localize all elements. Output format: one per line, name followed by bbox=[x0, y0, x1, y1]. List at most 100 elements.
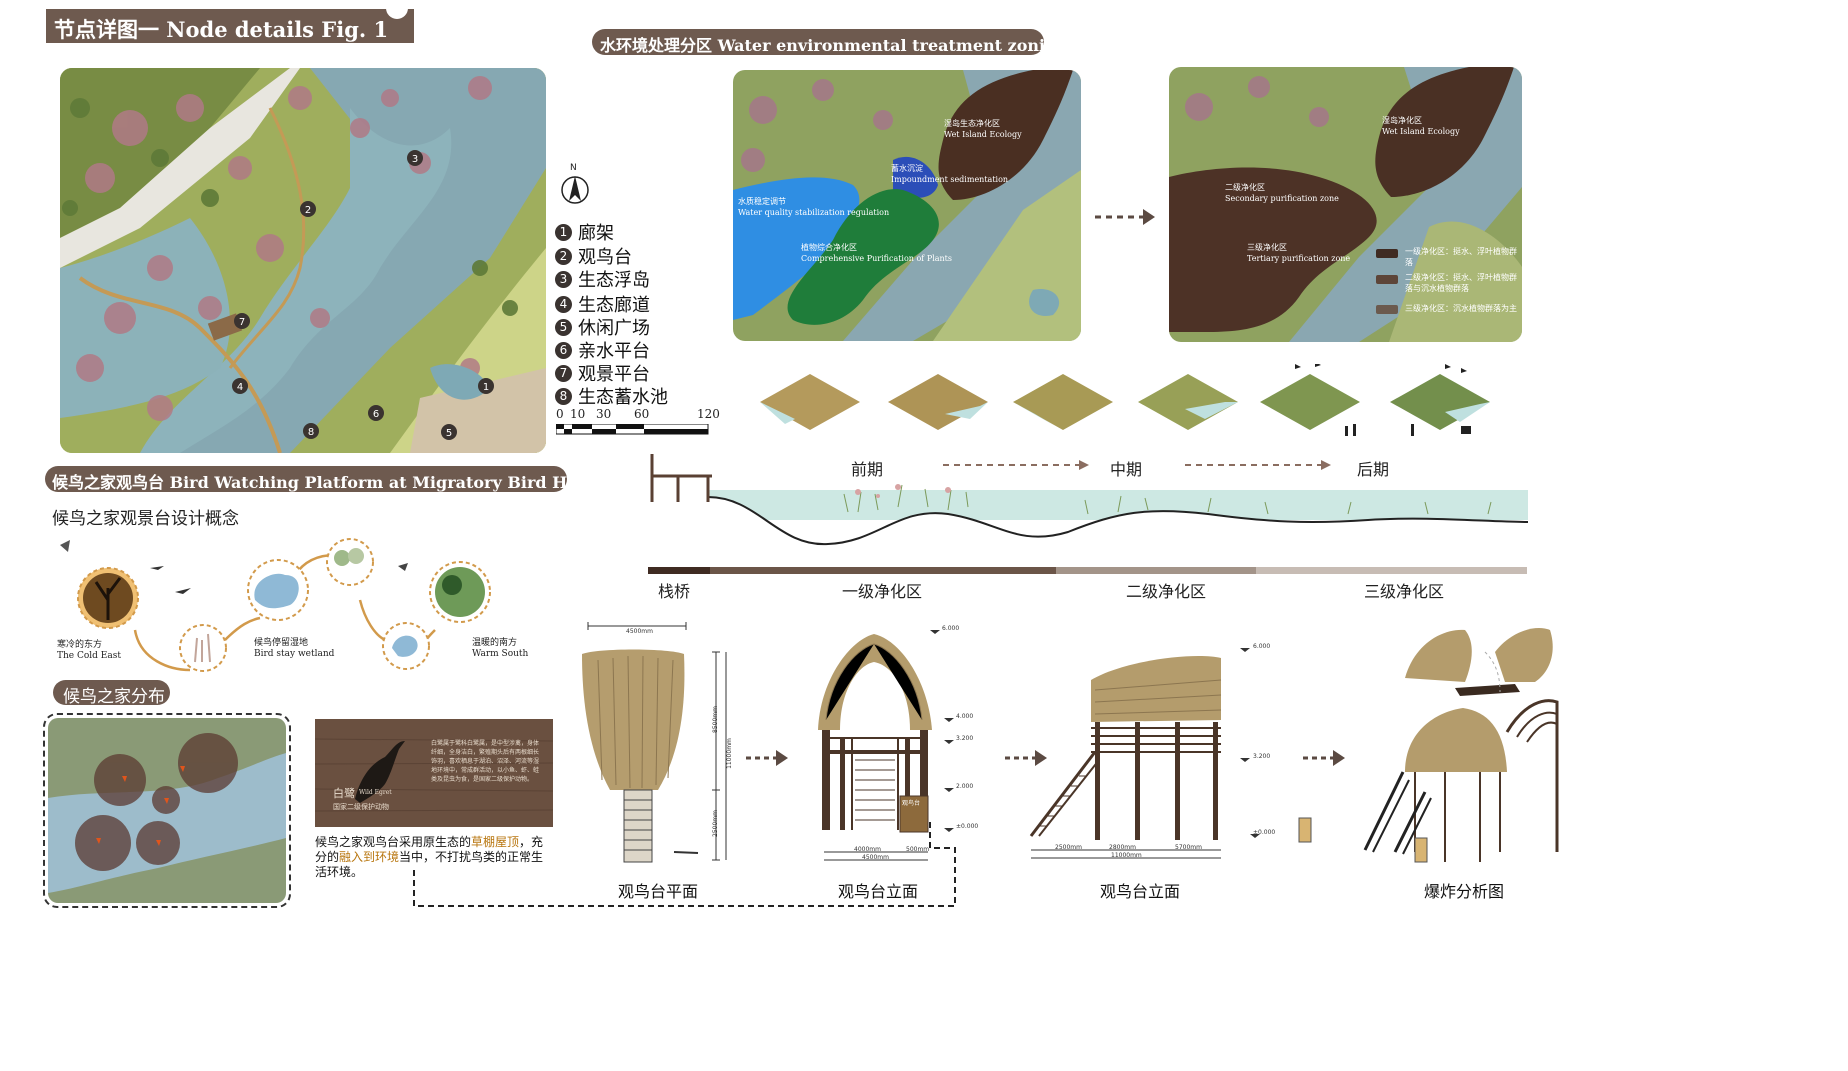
impoundment-label: 蓄水沉淀 Impoundment sedimentation bbox=[891, 163, 1008, 185]
legend-num: 2 bbox=[555, 247, 572, 265]
legend-label: 生态廊道 bbox=[578, 295, 650, 316]
desc-highlight-roof: 草棚屋顶 bbox=[471, 835, 520, 849]
e2-dim-5700: 5700mm bbox=[1175, 844, 1202, 851]
bar-level3 bbox=[1256, 567, 1527, 574]
tab-notch bbox=[386, 5, 408, 19]
label-bridge: 栈桥 bbox=[658, 582, 691, 601]
zoning-map-right: 湿岛净化区 Wet Island Ecology 二级净化区 Secondary… bbox=[1169, 67, 1522, 342]
tile-1 bbox=[760, 374, 860, 430]
e1-dim-4000: 4000mm bbox=[854, 846, 881, 853]
legend-num: 5 bbox=[555, 318, 572, 336]
zoning-left-drawing bbox=[733, 70, 1081, 341]
scale-tick: 10 bbox=[570, 407, 586, 421]
bar-level2 bbox=[1056, 567, 1256, 574]
elevation-2: 6.000 3.200 ±0.000 2500mm 2800mm 5700mm … bbox=[1025, 640, 1285, 870]
phase-early: 前期 bbox=[851, 460, 884, 479]
caption-exploded: 爆炸分析图 bbox=[1424, 882, 1505, 901]
sign-text: 白鹭属于鹭科白鹭属，是中型涉禽，身体纤细，全身洁白，繁殖期头后有两根细长饰羽，喜… bbox=[431, 740, 540, 783]
plan-drawing: 4500mm 8500mm 2500mm 11000mm bbox=[578, 620, 738, 865]
svg-text:4: 4 bbox=[237, 382, 243, 393]
secondary-cn: 二级净化区 bbox=[1225, 183, 1265, 192]
svg-text:6: 6 bbox=[373, 409, 379, 420]
section-profile bbox=[650, 454, 1529, 552]
tertiary-cn: 三级净化区 bbox=[1247, 243, 1287, 252]
legend-num: 7 bbox=[555, 364, 572, 382]
e1-level-0: ±0.000 bbox=[956, 823, 979, 830]
e1-dim-4500: 4500mm bbox=[862, 854, 889, 861]
egret-icon bbox=[355, 741, 405, 803]
svg-text:2: 2 bbox=[305, 205, 311, 216]
north-label: N bbox=[570, 163, 577, 173]
legend-num: 8 bbox=[555, 387, 572, 405]
legend-num: 4 bbox=[555, 295, 572, 313]
warm-south-en: Warm South bbox=[472, 649, 529, 659]
caption-elevation-2: 观鸟台立面 bbox=[1100, 882, 1181, 901]
tile-2 bbox=[888, 374, 988, 430]
legend-label: 廊架 bbox=[578, 223, 614, 244]
zoning-arrow bbox=[1095, 209, 1155, 225]
secondary-en: Secondary purification zone bbox=[1225, 194, 1339, 203]
scale-bar: 0 10 30 60 120 bbox=[556, 407, 720, 439]
right-wet-island-label: 湿岛净化区 Wet Island Ecology bbox=[1382, 115, 1460, 137]
node-title: 节点详图一 Node details Fig. 1 bbox=[46, 5, 414, 43]
phase-late: 后期 bbox=[1357, 460, 1390, 479]
legend-item: 8 生态蓄水池 bbox=[555, 383, 668, 409]
scale-tick: 120 bbox=[697, 407, 720, 421]
tile-5 bbox=[1260, 374, 1360, 430]
distribution-title: 候鸟之家分布 bbox=[53, 680, 170, 707]
zoning-right-drawing bbox=[1169, 67, 1522, 342]
tertiary-en: Tertiary purification zone bbox=[1247, 254, 1351, 263]
svg-text:3: 3 bbox=[412, 154, 418, 165]
elevation-1-svg bbox=[818, 630, 954, 861]
wet-island-en: Wet Island Ecology bbox=[944, 130, 1022, 139]
phase-arrow-2 bbox=[1185, 460, 1331, 470]
wet-island-cn: 湿岛生态净化区 bbox=[944, 119, 1000, 128]
tile-4 bbox=[1138, 374, 1238, 430]
e2-level-0: ±0.000 bbox=[1253, 829, 1276, 836]
wetland-en: Bird stay wetland bbox=[254, 649, 335, 659]
site-plan-drawing: 3 2 7 4 1 6 8 5 bbox=[60, 68, 546, 453]
warm-south-label: 温暖的南方 Warm South bbox=[472, 638, 528, 660]
desc-highlight-env: 融入到环境 bbox=[339, 850, 400, 864]
bar-bridge bbox=[648, 567, 710, 574]
water-quality-label: 水质稳定调节 Water quality stabilization regul… bbox=[738, 196, 889, 218]
e1-dim-500: 500mm bbox=[906, 846, 930, 853]
distribution-map bbox=[43, 713, 291, 908]
tertiary-label: 三级净化区 Tertiary purification zone bbox=[1247, 242, 1350, 264]
arrow-elev-explode bbox=[1303, 750, 1345, 766]
phase-arrow-1 bbox=[943, 460, 1089, 470]
sign-protect: 国家二级保护动物 bbox=[333, 803, 389, 811]
site-markers: 3 2 7 4 1 6 8 5 bbox=[232, 150, 494, 440]
zone-legend-2: 二级净化区：挺水、浮叶植物群落与沉水植物群落 bbox=[1405, 273, 1517, 293]
label-level1: 一级净化区 bbox=[842, 582, 923, 601]
zoning-title-text: 水环境处理分区 Water environmental treatment zo… bbox=[600, 36, 1068, 55]
concept-diagram bbox=[60, 538, 491, 672]
right-wet-island-en: Wet Island Ecology bbox=[1382, 127, 1460, 136]
caption-plan: 观鸟台平面 bbox=[618, 882, 699, 901]
impoundment-en: Impoundment sedimentation bbox=[891, 175, 1009, 184]
site-plan-map: 3 2 7 4 1 6 8 5 bbox=[60, 68, 546, 453]
right-wet-island-cn: 湿岛净化区 bbox=[1382, 116, 1422, 125]
scale-tick: 60 bbox=[634, 407, 650, 421]
svg-text:1: 1 bbox=[483, 382, 489, 393]
cold-east-label: 寒冷的东方 The Cold East bbox=[57, 640, 121, 662]
label-level3: 三级净化区 bbox=[1364, 582, 1445, 601]
wet-island-label: 湿岛生态净化区 Wet Island Ecology bbox=[944, 118, 1022, 140]
egret-sign: 白鹭 Wild Egret 国家二级保护动物 白鹭属于鹭科白鹭属，是中型涉禽，身… bbox=[315, 719, 553, 827]
arrow-plan-elev bbox=[746, 750, 788, 766]
e2-dim-2500: 2500mm bbox=[1055, 844, 1082, 851]
tile-3 bbox=[1013, 374, 1113, 430]
node-title-text: 节点详图一 Node details Fig. 1 bbox=[54, 17, 389, 42]
exploded-view bbox=[1295, 622, 1560, 870]
legend-label: 生态蓄水池 bbox=[578, 387, 668, 408]
plan-dim-upper: 8500mm bbox=[711, 706, 719, 733]
north-arrow: N bbox=[558, 163, 592, 205]
desc-part3: 当中，不打扰鸟类的正常生活环境。 bbox=[315, 850, 544, 879]
legend-num: 6 bbox=[555, 341, 572, 359]
growth-tiles bbox=[760, 364, 1490, 436]
